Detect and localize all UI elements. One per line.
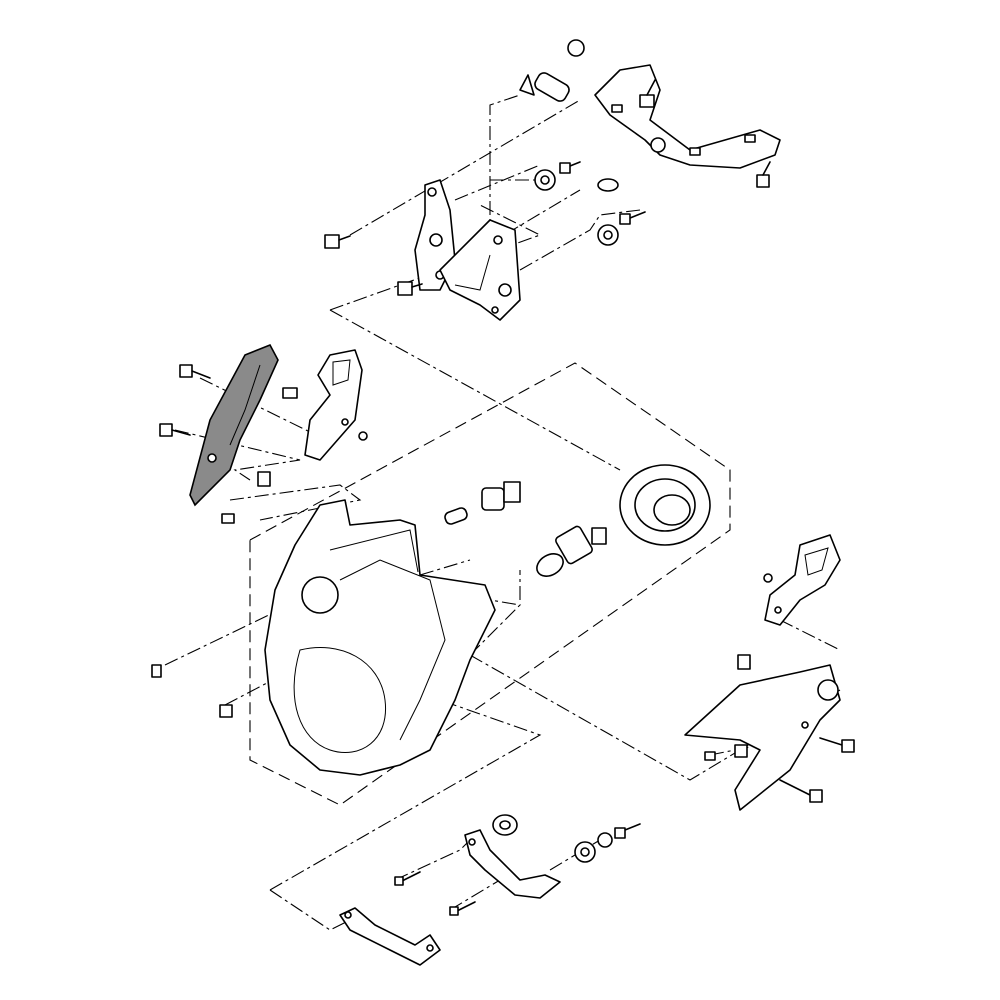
grommet bbox=[492, 814, 518, 836]
dust-cover bbox=[619, 464, 711, 546]
clip bbox=[151, 664, 162, 678]
bolt bbox=[559, 161, 581, 174]
clamp bbox=[597, 178, 619, 192]
nut bbox=[763, 573, 773, 583]
bolt bbox=[614, 823, 641, 839]
mounting-plate-right bbox=[439, 219, 521, 321]
headlight-unit bbox=[264, 499, 496, 776]
grommet bbox=[574, 841, 596, 863]
bolt bbox=[819, 737, 855, 753]
bolt bbox=[619, 211, 646, 225]
right-side-cover bbox=[684, 664, 841, 811]
mounting-plate-left bbox=[414, 179, 456, 291]
bolt bbox=[397, 281, 423, 296]
clip bbox=[221, 513, 235, 524]
bolt bbox=[449, 901, 476, 916]
collar bbox=[597, 832, 613, 848]
bolt bbox=[756, 161, 771, 188]
lower-bracket-left bbox=[339, 907, 441, 966]
grommet bbox=[597, 224, 619, 246]
grommet bbox=[534, 169, 556, 191]
bolt bbox=[779, 779, 823, 803]
clip bbox=[737, 654, 751, 670]
bolt bbox=[179, 364, 211, 379]
clip bbox=[257, 471, 271, 487]
left-side-cover bbox=[189, 343, 279, 507]
clip bbox=[282, 387, 298, 399]
bolt bbox=[324, 234, 351, 249]
left-bracket bbox=[304, 349, 363, 461]
upper-stay-bracket bbox=[519, 39, 781, 169]
position-bulb bbox=[444, 507, 468, 525]
right-bracket bbox=[764, 534, 841, 626]
bolt bbox=[639, 79, 656, 108]
bolt bbox=[394, 871, 421, 886]
bolt bbox=[159, 423, 191, 437]
nut bbox=[358, 431, 368, 441]
bulb-socket bbox=[481, 481, 521, 511]
clip bbox=[219, 704, 233, 718]
clip bbox=[734, 744, 748, 758]
clip bbox=[704, 751, 716, 761]
lower-bracket-right bbox=[464, 829, 561, 899]
headlight-bulb bbox=[536, 525, 607, 577]
